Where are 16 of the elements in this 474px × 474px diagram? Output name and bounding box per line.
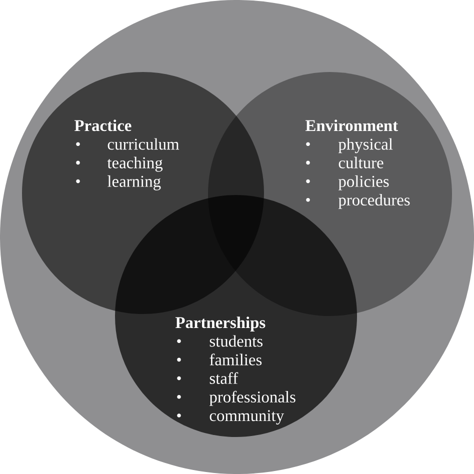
heading: Environment [306, 120, 398, 132]
list-item: professionals [209, 390, 296, 406]
list-item: students [210, 335, 262, 347]
list-item: families [210, 354, 262, 366]
heading: Practice [74, 120, 132, 132]
list-item: procedures [338, 194, 410, 209]
list-item: policies [338, 175, 389, 190]
list-item: teaching [107, 156, 163, 172]
list-item: staff [210, 372, 238, 384]
venn-circle [208, 72, 452, 316]
list-item: physical [338, 138, 393, 154]
list-item: community [210, 410, 284, 425]
list-item: culture [338, 156, 384, 168]
list-item: curriculum [108, 138, 180, 150]
list-item: learning [108, 175, 161, 190]
heading: Partnerships [175, 316, 266, 332]
